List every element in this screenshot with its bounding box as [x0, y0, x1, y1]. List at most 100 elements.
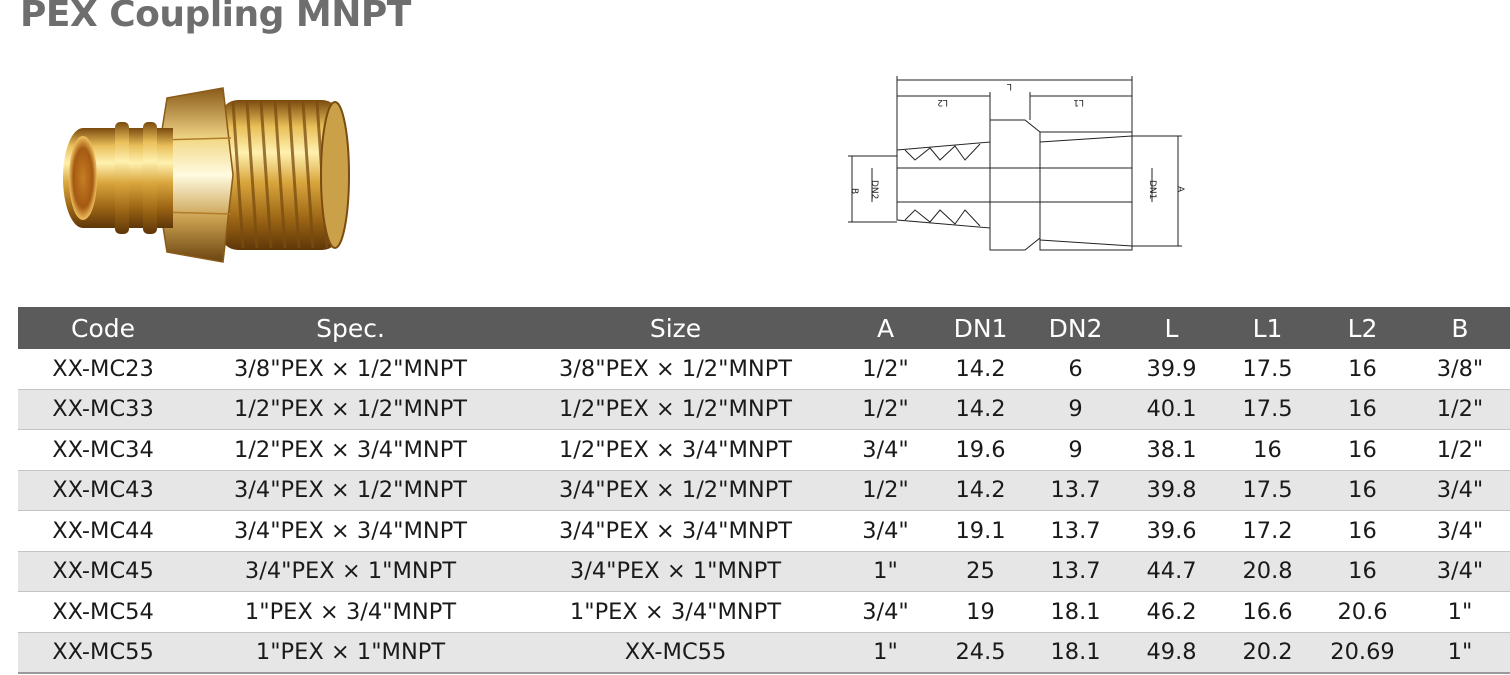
cell-l2: 16	[1315, 349, 1410, 390]
drawing-label-DN1: DN1	[1147, 180, 1157, 199]
cell-spec: 1/2"PEX × 1/2"MNPT	[188, 389, 513, 430]
cell-l1: 16.6	[1220, 591, 1315, 633]
cell-code: XX-MC44	[18, 510, 188, 552]
cell-code: XX-MC23	[18, 349, 188, 390]
cell-l: 39.9	[1123, 349, 1220, 390]
product-photo	[63, 87, 350, 263]
drawing-label-L: L	[1007, 81, 1012, 91]
cell-dn1: 14.2	[933, 349, 1028, 390]
cell-code: XX-MC34	[18, 429, 188, 471]
cell-dn2: 13.7	[1028, 470, 1123, 511]
cell-code: XX-MC45	[18, 551, 188, 592]
header-l1: L1	[1220, 307, 1315, 349]
cell-dn2: 13.7	[1028, 510, 1123, 552]
cell-size: 1"PEX × 3/4"MNPT	[513, 591, 838, 633]
cell-l: 39.6	[1123, 510, 1220, 552]
cell-dn1: 14.2	[933, 389, 1028, 430]
cell-dn2: 6	[1028, 349, 1123, 390]
cell-code: XX-MC55	[18, 632, 188, 674]
cell-dn2: 18.1	[1028, 632, 1123, 674]
cell-a: 1/2"	[838, 470, 933, 511]
cell-dn1: 24.5	[933, 632, 1028, 674]
cell-size: 1/2"PEX × 1/2"MNPT	[513, 389, 838, 430]
cell-l: 49.8	[1123, 632, 1220, 674]
cell-l1: 20.8	[1220, 551, 1315, 592]
cell-l: 40.1	[1123, 389, 1220, 430]
cell-size: 1/2"PEX × 3/4"MNPT	[513, 429, 838, 471]
header-size: Size	[513, 307, 838, 349]
technical-drawing: L L2 L1 B DN2 DN1 A	[848, 76, 1185, 251]
cell-a: 1/2"	[838, 349, 933, 390]
header-a: A	[838, 307, 933, 349]
header-dn2: DN2	[1028, 307, 1123, 349]
cell-l2: 16	[1315, 510, 1410, 552]
cell-spec: 3/4"PEX × 1/2"MNPT	[188, 470, 513, 511]
cell-l: 44.7	[1123, 551, 1220, 592]
cell-b: 3/4"	[1410, 510, 1510, 552]
cell-size: 3/8"PEX × 1/2"MNPT	[513, 349, 838, 390]
cell-a: 3/4"	[838, 429, 933, 471]
drawing-label-B: B	[849, 188, 859, 194]
cell-l: 39.8	[1123, 470, 1220, 511]
cell-size: XX-MC55	[513, 632, 838, 674]
cell-l1: 17.5	[1220, 389, 1315, 430]
cell-b: 3/8"	[1410, 349, 1510, 390]
cell-dn1: 19.1	[933, 510, 1028, 552]
cell-l: 38.1	[1123, 429, 1220, 471]
cell-a: 1"	[838, 632, 933, 674]
cell-code: XX-MC43	[18, 470, 188, 511]
cell-l2: 20.69	[1315, 632, 1410, 674]
cell-b: 1"	[1410, 632, 1510, 674]
header-b: B	[1410, 307, 1510, 349]
cell-dn1: 19	[933, 591, 1028, 633]
header-dn1: DN1	[933, 307, 1028, 349]
cell-a: 1/2"	[838, 389, 933, 430]
cell-dn2: 9	[1028, 389, 1123, 430]
cell-dn2: 13.7	[1028, 551, 1123, 592]
cell-dn1: 19.6	[933, 429, 1028, 471]
drawing-label-L1: L1	[1073, 97, 1084, 107]
cell-b: 3/4"	[1410, 470, 1510, 511]
header-code: Code	[18, 307, 188, 349]
table-header-row: Code Spec. Size A DN1 DN2 L L1 L2 B	[18, 307, 1510, 349]
cell-size: 3/4"PEX × 3/4"MNPT	[513, 510, 838, 552]
drawing-label-DN2: DN2	[869, 180, 879, 199]
cell-spec: 1/2"PEX × 3/4"MNPT	[188, 429, 513, 471]
drawing-label-A: A	[1175, 186, 1185, 193]
cell-a: 3/4"	[838, 510, 933, 552]
cell-spec: 1"PEX × 1"MNPT	[188, 632, 513, 674]
cell-a: 1"	[838, 551, 933, 592]
cell-dn2: 18.1	[1028, 591, 1123, 633]
header-spec: Spec.	[188, 307, 513, 349]
cell-l1: 16	[1220, 429, 1315, 471]
cell-spec: 3/8"PEX × 1/2"MNPT	[188, 349, 513, 390]
cell-l1: 20.2	[1220, 632, 1315, 674]
cell-code: XX-MC33	[18, 389, 188, 430]
specification-table: Code Spec. Size A DN1 DN2 L L1 L2 B XX-M…	[18, 307, 1510, 674]
page-title: PEX Coupling MNPT	[20, 0, 411, 35]
drawing-label-L2: L2	[937, 97, 948, 107]
cell-l2: 16	[1315, 429, 1410, 471]
cell-l2: 20.6	[1315, 591, 1410, 633]
cell-code: XX-MC54	[18, 591, 188, 633]
cell-l1: 17.2	[1220, 510, 1315, 552]
cell-l2: 16	[1315, 551, 1410, 592]
cell-size: 3/4"PEX × 1"MNPT	[513, 551, 838, 592]
cell-spec: 3/4"PEX × 1"MNPT	[188, 551, 513, 592]
cell-spec: 1"PEX × 3/4"MNPT	[188, 591, 513, 633]
header-l2: L2	[1315, 307, 1410, 349]
cell-l2: 16	[1315, 470, 1410, 511]
cell-l: 46.2	[1123, 591, 1220, 633]
cell-dn2: 9	[1028, 429, 1123, 471]
cell-b: 1/2"	[1410, 429, 1510, 471]
cell-b: 1/2"	[1410, 389, 1510, 430]
